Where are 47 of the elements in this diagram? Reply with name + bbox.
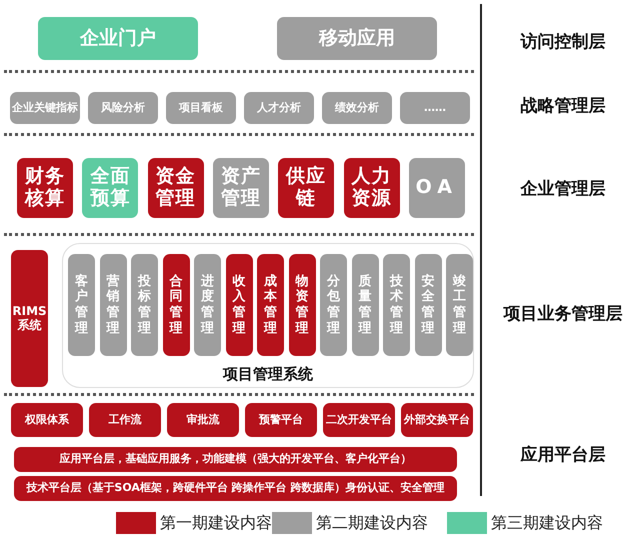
module-box: 项目看板 (166, 92, 236, 124)
legend-label: 第二期建设内容 (316, 513, 428, 534)
layer-label: 访问控制层 (519, 31, 606, 53)
module-box: 合同管理 (162, 254, 190, 356)
module-box: 全面预算 (82, 158, 138, 218)
module-box: 安全管理 (414, 254, 442, 356)
legend-label: 第三期建设内容 (491, 513, 603, 534)
module-box: 营销管理 (100, 254, 126, 356)
legend-label: 第一期建设内容 (160, 513, 272, 534)
module-box: 供应链 (278, 158, 334, 218)
module-box: 资金管理 (148, 158, 204, 218)
module-box: 外部交换平台 (401, 403, 473, 437)
module-box: 审批流 (167, 403, 239, 437)
system-box: RIMS系统 (11, 250, 48, 387)
portal-box: 移动应用 (277, 17, 437, 60)
layer-label: 企业管理层 (519, 178, 606, 200)
module-box: 人才分析 (244, 92, 314, 124)
module-box: 技术管理 (383, 254, 410, 356)
module-box: 竣工管理 (446, 254, 473, 356)
module-box: 成本管理 (257, 254, 284, 356)
module-box: 工作流 (89, 403, 161, 437)
module-box: 企业关键指标 (10, 92, 80, 124)
module-box: OA (408, 158, 465, 218)
module-box: 客户管理 (68, 254, 95, 356)
module-box: 进度管理 (194, 254, 221, 356)
layer-label: 应用平台层 (519, 444, 606, 466)
module-box: …… (400, 92, 470, 124)
module-box: 收入管理 (226, 254, 252, 356)
platform-bar: 应用平台层，基础应用服务，功能建模（强大的开发平台、客户化平台） (14, 447, 457, 472)
module-box: 资产管理 (212, 158, 269, 218)
module-box: 分包管理 (320, 254, 347, 356)
module-box: 二次开发平台 (323, 403, 395, 437)
layer-label: 战略管理层 (520, 95, 606, 117)
module-box: 风险分析 (88, 92, 158, 124)
module-box: 质量管理 (352, 254, 378, 356)
module-box: 财务核算 (17, 158, 73, 218)
module-box: 权限体系 (11, 403, 83, 437)
portal-box: 企业门户 (38, 17, 198, 60)
module-box: 人力资源 (344, 158, 400, 218)
system-container (62, 243, 474, 388)
module-box: 物资管理 (288, 254, 316, 356)
module-box: 预警平台 (245, 403, 317, 437)
module-box: 投标管理 (131, 254, 158, 356)
platform-bar: 技术平台层（基于SOA框架，跨硬件平台 跨操作平台 跨数据库）身份认证、安全管理 (14, 476, 457, 501)
module-box: 绩效分析 (322, 92, 392, 124)
layer-label: 项目业务管理层 (502, 303, 624, 325)
container-title: 项目管理系统 (222, 366, 314, 383)
